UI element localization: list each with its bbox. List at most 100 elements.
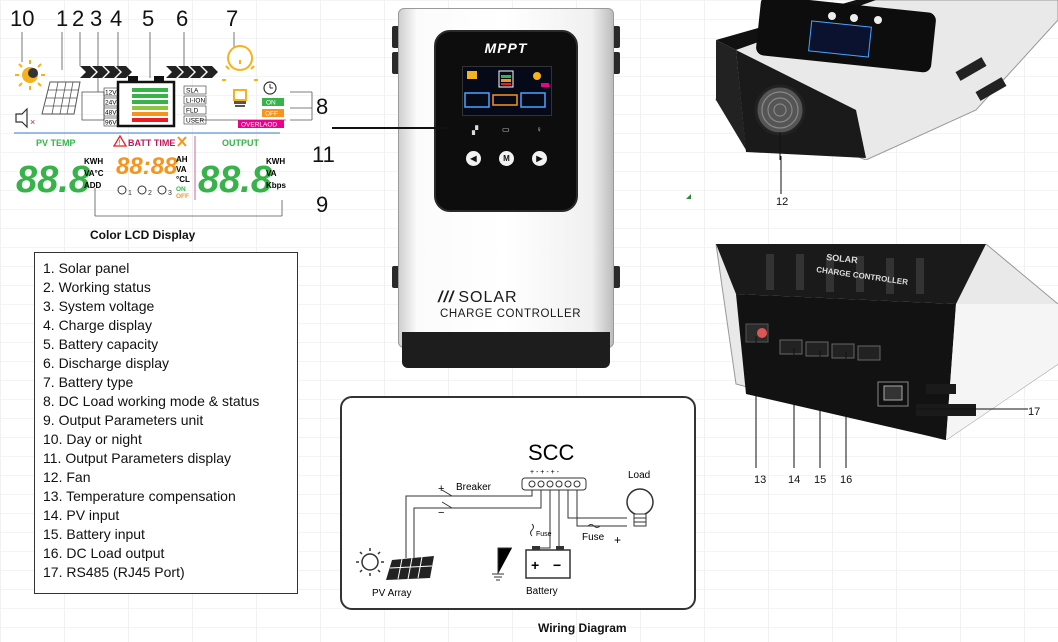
battery-type-list: SLA LI-ION FLD USER bbox=[183, 85, 207, 125]
svg-text:3: 3 bbox=[168, 190, 172, 197]
brand-mark: /// bbox=[438, 289, 455, 306]
callout-5: 5 bbox=[142, 6, 155, 31]
callout-15: 15 bbox=[814, 474, 827, 486]
callout-2: 2 bbox=[72, 6, 85, 31]
right-button[interactable]: ▶ bbox=[532, 151, 547, 166]
lcd-caption: Color LCD Display bbox=[90, 228, 196, 242]
voltage-12v: 12V bbox=[105, 90, 117, 97]
unit-right-1: VA bbox=[266, 169, 277, 178]
brand-subtitle: CHARGE CONTROLLER bbox=[440, 308, 582, 320]
callout-12: 12 bbox=[776, 196, 789, 208]
battery-type-liion: LI-ION bbox=[186, 98, 205, 105]
mid-status-off: OFF bbox=[176, 193, 189, 200]
wiring-caption: Wiring Diagram bbox=[538, 621, 627, 635]
voltage-list: 12V 24V 48V 96V bbox=[103, 87, 119, 127]
load-bulb-icon bbox=[626, 488, 654, 527]
left-button[interactable]: ◀ bbox=[466, 151, 481, 166]
callout-4: 4 bbox=[110, 6, 123, 31]
svg-text:!: ! bbox=[119, 140, 121, 147]
unit-mid-0: AH bbox=[176, 155, 188, 164]
legend-item: 6. Discharge display bbox=[43, 355, 170, 371]
load-status-group: ON OFF OVERLAOD bbox=[238, 81, 284, 129]
scc-label: SCC bbox=[528, 440, 575, 465]
mount-tab bbox=[392, 266, 400, 288]
callout-6: 6 bbox=[176, 6, 189, 31]
solar-panel-icon bbox=[41, 81, 81, 115]
svg-text:×: × bbox=[30, 117, 35, 127]
callout-16: 16 bbox=[840, 474, 853, 486]
battery-indicator-icon: ▭ bbox=[502, 125, 510, 134]
top-solar-label: SOLAR bbox=[826, 252, 859, 265]
battery-type-sla: SLA bbox=[186, 88, 199, 95]
status-off: OFF bbox=[265, 111, 278, 118]
callout-9: 9 bbox=[316, 192, 329, 217]
controller-base bbox=[402, 332, 610, 368]
controller-ports-photo: SOLAR CHARGE CONTROLLER bbox=[706, 244, 1058, 440]
battery-type-user: USER bbox=[186, 118, 204, 125]
status-on: ON bbox=[266, 100, 276, 107]
svg-text:2: 2 bbox=[148, 190, 152, 197]
lcd-display-diagram: × 12V 24V 48V 96V bbox=[14, 32, 313, 217]
wiring-diagram-box: SCC + - + - + - + − Breaker Fuse + − B bbox=[340, 396, 696, 610]
legend-item: 15. Battery input bbox=[43, 526, 145, 542]
callout-3: 3 bbox=[90, 6, 103, 31]
legend-item: 7. Battery type bbox=[43, 374, 134, 390]
voltage-96v: 96V bbox=[105, 120, 117, 127]
load-label: Load bbox=[628, 470, 650, 481]
legend-item: 4. Charge display bbox=[43, 317, 152, 333]
pv-array-label: PV Array bbox=[372, 588, 411, 599]
callout-11-leader bbox=[332, 127, 448, 129]
legend-item: 2. Working status bbox=[43, 279, 151, 295]
batt-digits: 88:88 bbox=[116, 153, 178, 180]
unit-right-0: KWH bbox=[266, 157, 285, 166]
controller-faceplate: MPPT ▞ ▭ ♀ ◀ M ▶ bbox=[434, 30, 578, 212]
mount-tab bbox=[612, 266, 620, 288]
callout-17: 17 bbox=[1028, 406, 1041, 418]
output-digits: 88.8 bbox=[198, 159, 273, 201]
breaker-minus: − bbox=[438, 507, 444, 519]
unit-mid-2: °CL bbox=[176, 175, 190, 184]
callout-1: 1 bbox=[56, 6, 69, 31]
green-cell-mark bbox=[686, 194, 691, 199]
mppt-badge: MPPT bbox=[484, 40, 528, 56]
mid-status-on: ON bbox=[176, 186, 186, 193]
tools-icon bbox=[177, 136, 187, 147]
battery-plus: + bbox=[531, 557, 539, 573]
legend-item: 10. Day or night bbox=[43, 431, 142, 447]
legend-item: 13. Temperature compensation bbox=[43, 488, 236, 504]
legend-item: 11. Output Parameters display bbox=[43, 450, 232, 466]
callout-8: 8 bbox=[316, 94, 329, 119]
callout-10: 10 bbox=[10, 6, 35, 31]
breaker-plus: + bbox=[438, 483, 444, 495]
legend-item: 12. Fan bbox=[43, 469, 91, 485]
status-overload: OVERLAOD bbox=[241, 122, 277, 129]
batt-time-label: BATT TIME bbox=[128, 138, 175, 148]
battery-capacity-icon bbox=[116, 76, 176, 128]
unit-left-1: VA°C bbox=[84, 169, 104, 178]
charge-arrows-icon bbox=[80, 66, 132, 78]
callout-7: 7 bbox=[226, 6, 239, 31]
fuse-load-label: Fuse bbox=[582, 532, 605, 543]
controller-front-photo: MPPT ▞ ▭ ♀ ◀ M ▶ ///SOLAR CHARGE CONTROL… bbox=[392, 8, 620, 368]
legend-item: 9. Output Parameters unit bbox=[43, 412, 204, 428]
pv-array-icon bbox=[356, 548, 434, 580]
mount-tab bbox=[392, 26, 400, 48]
discharge-arrows-icon bbox=[166, 66, 218, 78]
svg-text:1: 1 bbox=[128, 190, 132, 197]
legend-item: 5. Battery capacity bbox=[43, 336, 159, 352]
legend-item: 3. System voltage bbox=[43, 298, 155, 314]
battery-minus: − bbox=[553, 557, 561, 573]
mount-tab bbox=[612, 26, 620, 48]
mount-tab bbox=[612, 52, 620, 74]
unit-left-2: ADD bbox=[84, 181, 102, 190]
controller-screen bbox=[462, 66, 552, 116]
battery-type-fld: FLD bbox=[186, 108, 199, 115]
scc-terminals: + - + - + - bbox=[530, 469, 560, 476]
output-label: OUTPUT bbox=[222, 138, 260, 148]
pv-temp-label: PV TEMP bbox=[36, 138, 76, 148]
menu-button[interactable]: M bbox=[499, 151, 514, 166]
day-night-icon bbox=[15, 60, 45, 90]
legend-item: 16. DC Load output bbox=[43, 545, 165, 561]
clock-icon bbox=[263, 81, 277, 95]
port-leaders bbox=[755, 440, 847, 468]
